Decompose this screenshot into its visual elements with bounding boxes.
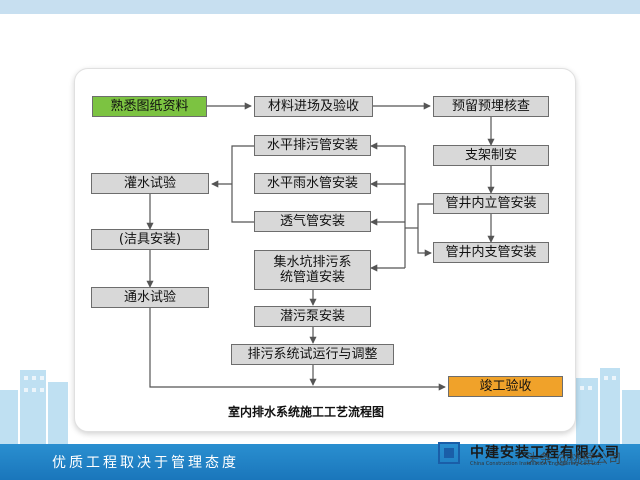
- node-water-fill-test: 灌水试验: [91, 173, 209, 194]
- node-shaft-riser: 管井内立管安装: [433, 193, 549, 214]
- node-material-acceptance: 材料进场及验收: [254, 96, 373, 117]
- node-horizontal-rain: 水平雨水管安装: [254, 173, 371, 194]
- node-flow-test: 通水试验: [91, 287, 209, 308]
- company-name-en: China Construction Installation Engineer…: [470, 461, 601, 467]
- company-logo-icon: [438, 442, 460, 464]
- node-shaft-branch: 管井内支管安装: [433, 242, 549, 263]
- city-skyline-illustration: [0, 368, 640, 444]
- top-banner: [0, 0, 640, 14]
- node-embed-check: 预留预埋核查: [433, 96, 549, 117]
- company-name-cn: 中建安装工程有限公司: [470, 445, 620, 461]
- edge-shaft-trunk: [417, 203, 433, 257]
- node-familiarize-drawings: 熟悉图纸资料: [92, 96, 207, 117]
- node-pump-install: 潜污泵安装: [254, 306, 371, 327]
- footer-bar: 优质工程取决于管理态度: [0, 444, 640, 480]
- node-horizontal-sewage: 水平排污管安装: [254, 135, 371, 156]
- node-vent-pipe: 透气管安装: [254, 211, 371, 232]
- edge-flow-acceptance: [149, 308, 446, 391]
- node-final-acceptance: 竣工验收: [448, 376, 563, 397]
- diagram-title: 室内排水系统施工工艺流程图: [228, 405, 385, 419]
- source-watermark: 头条 @桃壁公司: [526, 452, 622, 467]
- node-bracket-install: 支架制安: [433, 145, 549, 166]
- node-sewage-test-run: 排污系统试运行与调整: [231, 344, 394, 365]
- footer-slogan: 优质工程取决于管理态度: [52, 455, 239, 471]
- node-fixture-install: (洁具安装): [91, 229, 209, 250]
- edge-left-bracket: [231, 145, 254, 223]
- node-sump-system: 集水坑排污系统管道安装: [254, 250, 371, 290]
